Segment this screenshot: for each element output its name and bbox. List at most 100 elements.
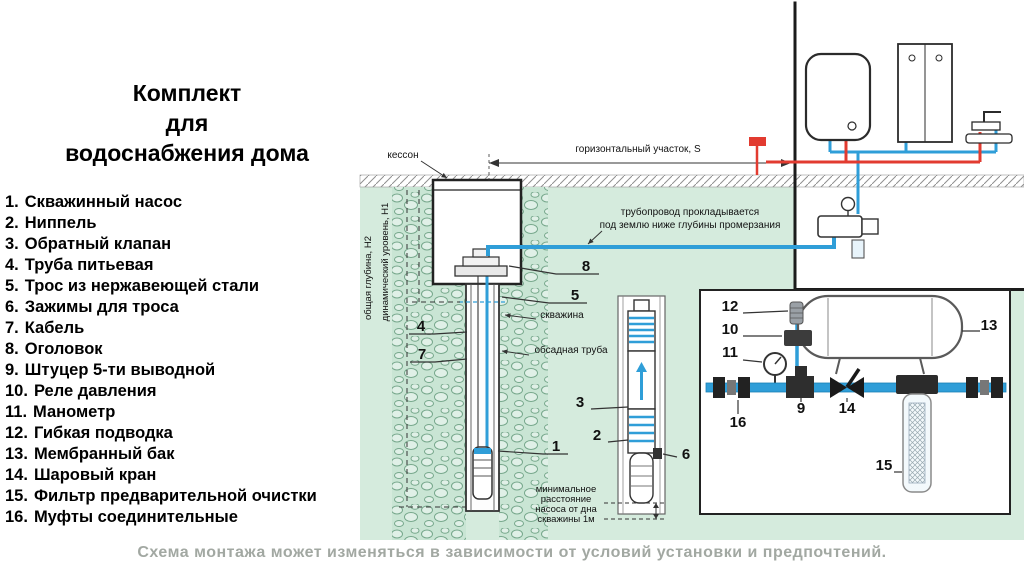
callout-4: 4: [417, 318, 426, 335]
part-number: 5.: [5, 277, 19, 295]
valve-cone: [830, 377, 847, 398]
boiler-dial: [847, 121, 857, 131]
parts-list-item: 11.Манометр: [5, 402, 365, 423]
coupling-nut: [966, 377, 978, 398]
filter-cartridge: [908, 402, 926, 484]
measurements: общая глубина, Н2 динамический уровень, …: [363, 190, 466, 508]
pipeline-note-line2: под землю ниже глубины промерзания: [600, 219, 781, 231]
casing-label-arrow: [501, 349, 530, 356]
casing-pipe-label: обсадная труба: [534, 344, 607, 356]
pressure-relay: [784, 330, 812, 346]
main-title: Комплект для водоснабжения дома: [22, 78, 352, 168]
parts-list-item: 1. Скважинный насос: [5, 192, 365, 213]
callout-16: 16: [730, 414, 747, 431]
min-distance-note: минимальное расстояние насоса от дна скв…: [535, 484, 666, 525]
coupling-nut: [713, 377, 725, 398]
min-distance-arrow-down: [653, 514, 659, 519]
parts-list-item: 3.Обратный клапан: [5, 234, 365, 255]
callout-8: 8: [582, 258, 590, 275]
part-number: 4.: [5, 256, 19, 274]
callout-7-leader: [410, 358, 468, 363]
station-filter: [851, 239, 865, 259]
title-line: водоснабжения дома: [65, 140, 309, 166]
footer-note: Схема монтажа может изменяться в зависим…: [137, 544, 887, 561]
house-fixtures: [804, 43, 1013, 259]
coupling-left: [713, 377, 750, 398]
column-knob: [935, 54, 943, 62]
parts-list-item: 8.Оголовок: [5, 339, 365, 360]
parts-list-item: 15.Фильтр предварительной очистки: [5, 486, 365, 507]
parts-list-item: 14.Шаровый кран: [5, 465, 365, 486]
pump-body: [472, 446, 493, 500]
pipeline-note-line1: трубопровод прокладывается: [621, 206, 759, 218]
filter-head: [896, 375, 938, 394]
part-label: Кабель: [24, 319, 85, 337]
parts-list-item: 7. Кабель: [5, 318, 365, 339]
well-label-arrow: [504, 313, 537, 320]
faucet-spout: [983, 111, 1001, 122]
part-number: 16.: [5, 508, 28, 526]
callout-6-leader: [662, 453, 678, 458]
cold-pipe-underground: [486, 234, 836, 256]
part-number: 8.: [5, 340, 19, 358]
callout-8-leader: [508, 265, 599, 275]
min-distance-line: насоса от дна: [535, 504, 597, 515]
part-number: 6.: [5, 298, 19, 316]
callout-2-leader: [607, 439, 629, 443]
boiler-body: [804, 52, 872, 142]
detail-rope-clamp: [653, 448, 662, 459]
detail-lower-stripes: [629, 415, 654, 443]
part-label: Манометр: [33, 403, 116, 421]
part-number: 1.: [5, 193, 19, 211]
parts-list-item: 5.Трос из нержавеющей стали: [5, 276, 365, 297]
dynamic-level-label: динамический уровень, Н1: [380, 203, 391, 322]
parts-list-item: 16. Муфты соединительные: [5, 507, 365, 528]
parts-list-item: 9.Штуцер 5-ти выводной: [5, 360, 365, 381]
part-number: 15.: [5, 487, 28, 505]
part-label: Муфты соединительные: [33, 508, 238, 526]
coupling-nut: [991, 377, 1003, 398]
pump-detail-inset: 3 2 6 минимальное расстояние насоса от д…: [535, 295, 690, 525]
callout-5: 5: [571, 287, 579, 304]
surface-equipment-box: 12 10 11 13 16 9 14 15: [699, 289, 1011, 515]
kesson-leader: [420, 160, 448, 179]
callout-2: 2: [593, 427, 601, 444]
station-gauge: [840, 196, 856, 212]
detail-pump-lower: [627, 408, 656, 454]
parts-list-item: 12. Гибкая подводка: [5, 423, 365, 444]
detail-pump-motor: [629, 452, 654, 504]
sink-faucet: [965, 111, 1013, 144]
parts-list-item: 13.Мембранный бак: [5, 444, 365, 465]
min-distance-line: скважины 1м: [537, 514, 594, 525]
tap-body: [749, 137, 766, 146]
callout-3: 3: [576, 394, 584, 411]
well-callouts: 8 5 скважина 4 7 обсадная труба 1: [409, 258, 608, 455]
callout-12-leader: [742, 310, 789, 314]
callout-14: 14: [839, 400, 856, 417]
callout-1-leader: [497, 450, 568, 455]
min-distance-arrow-up: [653, 503, 659, 508]
well-assembly: [431, 178, 523, 512]
title-line: для: [165, 110, 209, 136]
part-label: Гибкая подводка: [33, 424, 173, 442]
total-depth-label: общая глубина, Н2: [363, 236, 374, 320]
part-number: 12.: [5, 424, 28, 442]
callout-13: 13: [981, 317, 998, 334]
part-number: 13.: [5, 445, 28, 463]
callout-9: 9: [797, 400, 805, 417]
callout-7: 7: [418, 346, 426, 363]
pre-filter: [896, 375, 938, 493]
detail-flow-arrow-head: [636, 362, 647, 372]
min-distance-line: расстояние: [541, 494, 592, 505]
callout-5-leader: [501, 296, 587, 304]
column-knob: [908, 54, 916, 62]
hose-ribs: [790, 307, 803, 319]
part-label: Скважинный насос: [24, 193, 182, 211]
pipeline-note: трубопровод прокладывается под землю ниж…: [587, 206, 781, 245]
part-label: Ниппель: [24, 214, 97, 232]
callout-15: 15: [876, 457, 893, 474]
part-number: 7.: [5, 319, 19, 337]
five-way-fitting: [786, 366, 814, 398]
detail-upper-stripes: [629, 316, 654, 344]
